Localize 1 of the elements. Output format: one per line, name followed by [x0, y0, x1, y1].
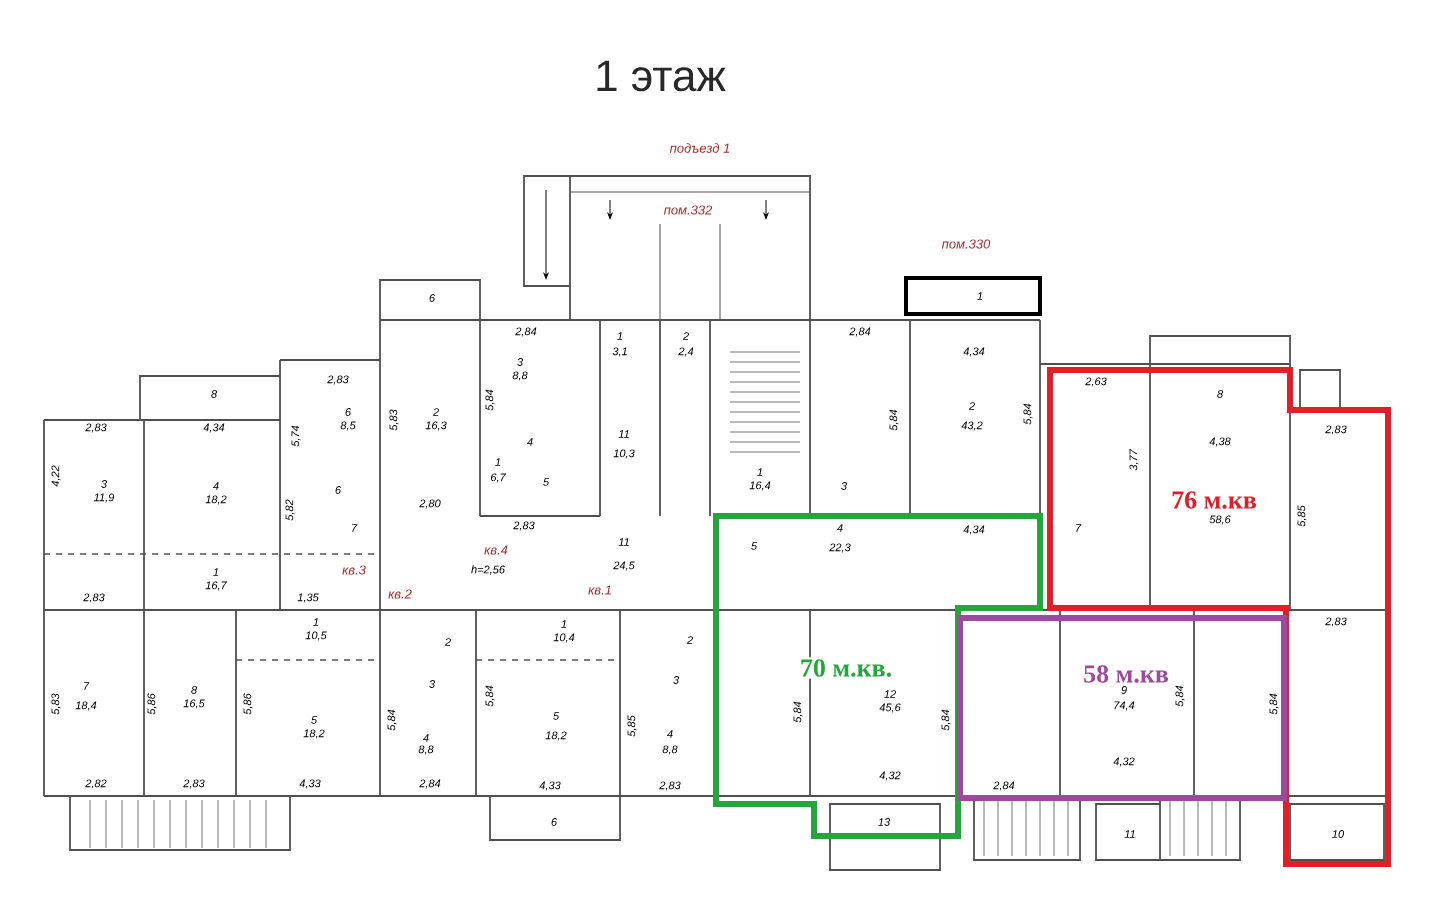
title: 1 этаж	[597, 60, 726, 92]
